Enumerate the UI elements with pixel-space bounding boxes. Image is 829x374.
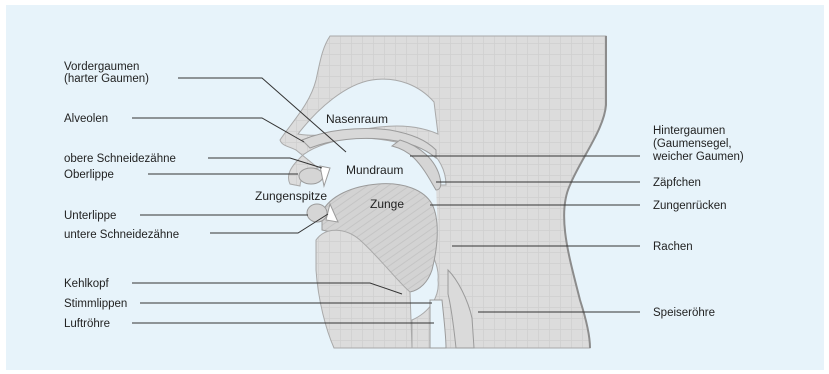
label-speiseroehre: Speiseröhre	[653, 307, 715, 319]
lower-lip	[307, 204, 327, 222]
label-zungenspitze: Zungenspitze	[255, 189, 327, 203]
label-oberlippe: Oberlippe	[64, 169, 114, 181]
label-harter-gaumen: (harter Gaumen)	[64, 73, 149, 85]
label-alveolen: Alveolen	[64, 113, 108, 125]
label-vordergaumen: Vordergaumen	[64, 61, 139, 73]
label-zaepfchen: Zäpfchen	[653, 177, 701, 189]
label-hintergaumen: Hintergaumen	[653, 125, 725, 137]
label-stimmlippen: Stimmlippen	[64, 298, 127, 310]
label-zungenruecken: Zungenrücken	[653, 200, 727, 212]
label-zunge: Zunge	[370, 197, 404, 211]
upper-lip	[299, 168, 323, 184]
label-gaumensegel: (Gaumensegel,	[653, 138, 732, 150]
label-weicher-gaumen: weicher Gaumen)	[652, 151, 744, 163]
leader-alveolen	[132, 118, 304, 142]
label-mundraum: Mundraum	[346, 163, 403, 177]
label-untere-schneidezaehne: untere Schneidezähne	[64, 229, 179, 241]
label-nasenraum: Nasenraum	[326, 112, 388, 126]
label-rachen: Rachen	[653, 241, 693, 253]
label-luftroehre: Luftröhre	[64, 318, 110, 330]
label-kehlkopf: Kehlkopf	[64, 278, 110, 290]
label-unterlippe: Unterlippe	[64, 210, 116, 222]
label-obere-schneidezaehne: obere Schneidezähne	[64, 153, 176, 165]
